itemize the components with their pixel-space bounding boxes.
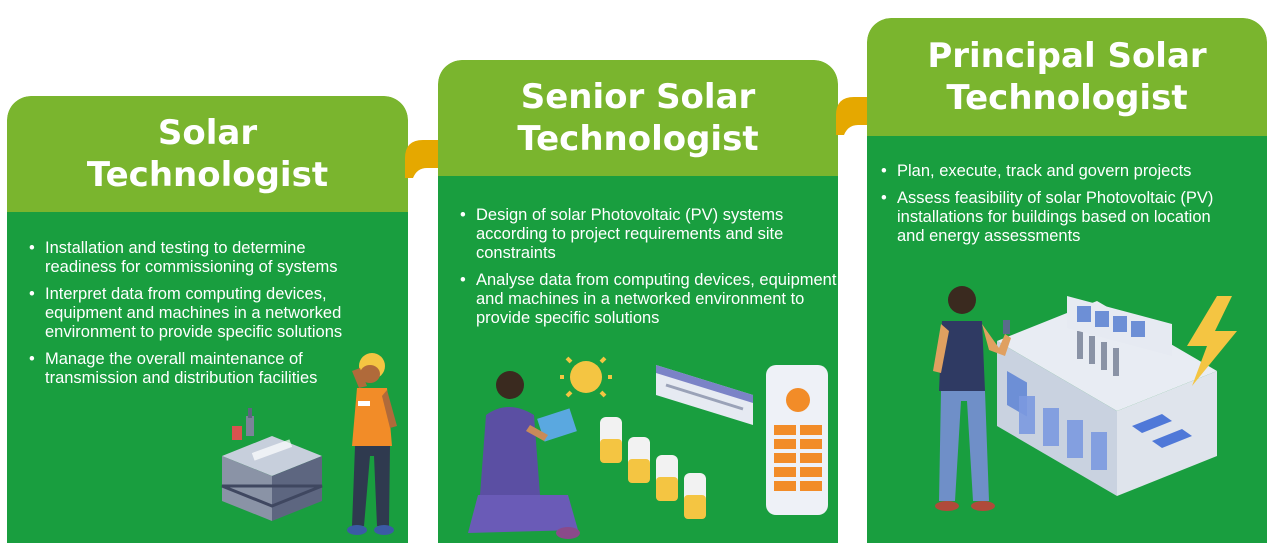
bullet-dot: • [460, 271, 466, 289]
list-item: • Analyse data from computing devices, eq… [438, 271, 838, 328]
bullet-list: • Design of solar Photovoltaic (PV) syste… [438, 206, 838, 336]
card-body [7, 206, 408, 543]
bullet-text: Assess feasibility of solar Photovoltaic… [897, 189, 1214, 245]
bullet-text: Design of solar Photovoltaic (PV) system… [476, 206, 784, 262]
card-title: Principal Solar Technologist [927, 35, 1206, 119]
card-title-line-1: Senior Solar [520, 77, 756, 117]
card-solar-technologist: Solar Technologist • Installation and tes… [7, 96, 408, 543]
bullet-text: Plan, execute, track and govern projects [897, 162, 1192, 180]
person-with-phone-and-solar-building-icon [933, 286, 1237, 511]
card-title-line-2: Technologist [517, 119, 759, 159]
bullet-list: • Installation and testing to determine r… [7, 239, 408, 396]
card-title-line-2: Technologist [946, 78, 1188, 118]
card-title-line-1: Principal Solar [927, 36, 1207, 76]
list-item: • Installation and testing to determine r… [7, 239, 375, 277]
bullet-dot: • [29, 285, 35, 303]
card-senior-solar-technologist: Senior Solar Technologist • Design of sol… [438, 60, 838, 543]
bullet-text: Manage the overall maintenance of transm… [45, 350, 318, 387]
bullet-text: Installation and testing to determine re… [45, 239, 338, 276]
list-item: • Plan, execute, track and govern project… [867, 162, 1267, 181]
card-title-line-2: Technologist [86, 155, 329, 195]
bullet-text: Interpret data from computing devices, e… [45, 285, 343, 341]
card-header: Senior Solar Technologist [438, 60, 838, 176]
list-item: • Design of solar Photovoltaic (PV) syste… [438, 206, 836, 263]
card-principal-solar-technologist: Principal Solar Technologist • Plan, exec… [867, 18, 1267, 543]
card-title: Senior Solar Technologist [517, 76, 758, 160]
bullet-dot: • [29, 350, 35, 368]
list-item: • Manage the overall maintenance of trans… [7, 350, 335, 388]
list-item: • Interpret data from computing devices, … [7, 285, 400, 342]
card-header: Solar Technologist [7, 96, 408, 212]
card-title: Solar Technologist [87, 112, 328, 196]
card-title-line-1: Solar [157, 113, 258, 153]
bullet-dot: • [881, 189, 887, 207]
list-item: • Assess feasibility of solar Photovoltai… [867, 189, 1265, 246]
technician-with-hard-hat-and-equipment-icon [221, 353, 397, 535]
bullet-list: • Plan, execute, track and govern project… [867, 162, 1267, 254]
bullet-text: Analyse data from computing devices, equ… [476, 271, 837, 327]
card-header: Principal Solar Technologist [867, 18, 1267, 136]
person-with-tablet-and-solar-panels-icon [468, 356, 828, 539]
bullet-dot: • [460, 206, 466, 224]
bullet-dot: • [29, 239, 35, 257]
bullet-dot: • [881, 162, 887, 180]
